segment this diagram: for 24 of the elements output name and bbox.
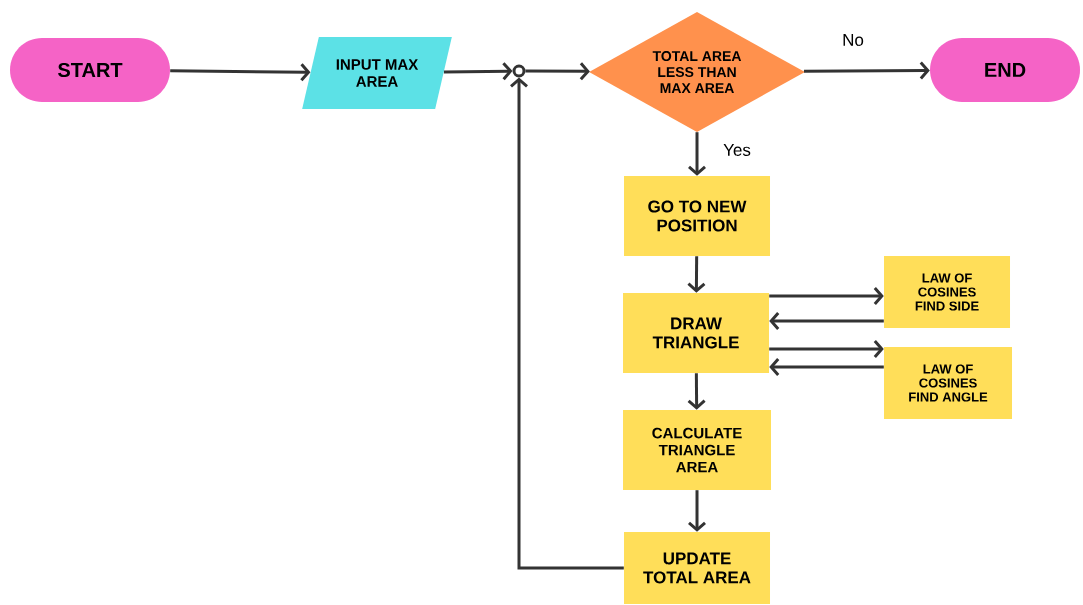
arrow bbox=[803, 61, 930, 80]
edge-label: No bbox=[841, 33, 865, 47]
edge-label: Yes bbox=[722, 143, 752, 157]
arrow bbox=[769, 340, 884, 358]
terminal-pill: END bbox=[930, 38, 1080, 102]
arrow bbox=[443, 62, 513, 81]
arrow bbox=[510, 77, 624, 570]
arrow bbox=[687, 256, 706, 293]
arrow bbox=[525, 62, 590, 81]
arrow bbox=[688, 132, 706, 176]
process-box: CALCULATE TRIANGLE AREA bbox=[623, 410, 771, 490]
process-box: DRAW TRIANGLE bbox=[623, 293, 769, 373]
arrow bbox=[769, 287, 884, 305]
process-box: GO TO NEW POSITION bbox=[624, 176, 770, 256]
process-box: UPDATE TOTAL AREA bbox=[624, 532, 770, 604]
arrow bbox=[688, 490, 706, 532]
arrow bbox=[769, 312, 884, 330]
process-box: LAW OF COSINES FIND SIDE bbox=[884, 256, 1010, 328]
process-box: LAW OF COSINES FIND ANGLE bbox=[884, 347, 1012, 419]
input-parallelogram: INPUT MAX AREA bbox=[302, 37, 452, 109]
arrow bbox=[687, 373, 706, 410]
terminal-pill: START bbox=[10, 38, 170, 102]
arrow bbox=[769, 358, 884, 376]
arrow bbox=[170, 63, 311, 82]
